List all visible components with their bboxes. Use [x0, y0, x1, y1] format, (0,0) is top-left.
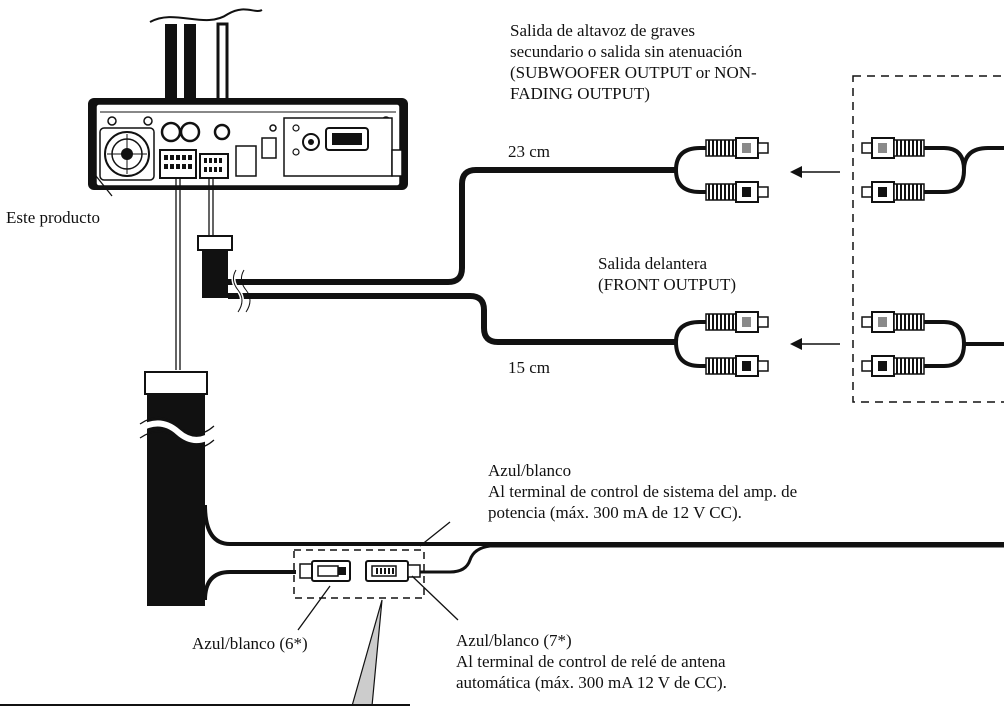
sub-output-label: Salida de altavoz de graves secundario o… [510, 20, 757, 104]
connector-6 [299, 560, 351, 582]
lead-7-line-1: Azul/blanco (7*) [456, 631, 572, 650]
leader-lines [95, 175, 214, 370]
sub-output-line-2: secundario o salida sin atenuación [510, 42, 743, 61]
front-output-line-2: (FRONT OUTPUT) [598, 275, 737, 294]
rca-cable-bundle [197, 167, 676, 345]
front-output-line-1: Salida delantera [598, 254, 708, 273]
sub-connector [199, 153, 229, 179]
lead-6-text: Azul/blanco (6*) [192, 634, 308, 653]
main-connector [159, 149, 197, 179]
lead-7-line-2: Al terminal de control de relé de antena [456, 652, 726, 671]
lead-6-label: Azul/blanco (6*) [192, 633, 308, 654]
product-label-text: Este producto [6, 208, 100, 227]
head-unit [88, 0, 408, 190]
cooling-fan [99, 127, 155, 181]
lead-7-line-3: automática (máx. 300 mA 12 V de CC). [456, 673, 727, 692]
zoom-pointer [351, 599, 383, 706]
sub-output-line-1: Salida de altavoz de graves [510, 21, 696, 40]
connection-arrows [790, 166, 840, 350]
amp-plugs-bottom [861, 311, 1004, 377]
sub-output-line-3: (SUBWOOFER OUTPUT or NON- [510, 63, 757, 82]
amp-plugs-top [861, 137, 1004, 203]
amp-lead-label: Azul/blanco Al terminal de control de si… [488, 460, 797, 523]
length-15-text: 15 cm [508, 358, 551, 377]
main-harness [136, 371, 1004, 606]
product-label: Este producto [6, 207, 100, 228]
length-23-text: 23 cm [508, 142, 551, 161]
antenna-lead-box [293, 549, 425, 599]
length-23-label: 23 cm [508, 141, 550, 162]
sub-output-line-4: FADING OUTPUT) [510, 84, 650, 103]
sub-output-plugs [674, 137, 769, 203]
front-output-plugs [674, 311, 769, 377]
callout-leaders [297, 521, 459, 631]
amp-lead-line-2: Al terminal de control de sistema del am… [488, 482, 798, 501]
lead-7-label: Azul/blanco (7*) Al terminal de control … [456, 630, 727, 693]
amp-lead-line-1: Azul/blanco [488, 461, 572, 480]
amplifier-side-box [852, 75, 1004, 403]
amp-lead-line-3: potencia (máx. 300 mA de 12 V CC). [488, 503, 742, 522]
front-output-label: Salida delantera (FRONT OUTPUT) [598, 253, 736, 295]
length-15-label: 15 cm [508, 357, 550, 378]
connector-7 [365, 560, 421, 582]
